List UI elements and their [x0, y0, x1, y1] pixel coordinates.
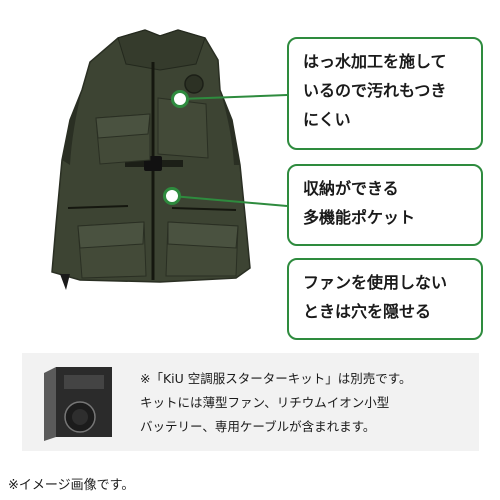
note-line: キットには薄型ファン、リチウムイオン小型	[140, 395, 390, 410]
callout-marker	[163, 187, 181, 205]
callout-line: ファンを使用しない	[303, 273, 448, 292]
callout-marker	[171, 90, 189, 108]
callout-line: ときは穴を隠せる	[303, 302, 432, 321]
product-image-area: はっ水加工を施して いるので汚れもつき にくい 収納ができる 多機能ポケット フ…	[51, 29, 483, 340]
callout-line: 多機能ポケット	[303, 208, 416, 227]
callout-line: にくい	[303, 110, 351, 129]
image-disclaimer: ※イメージ画像です。	[8, 478, 135, 493]
note-line: バッテリー、専用ケーブルが含まれます。	[140, 419, 376, 434]
feature-callout-water-repellent: はっ水加工を施して いるので汚れもつき にくい	[287, 37, 483, 150]
callout-line: 収納ができる	[303, 179, 399, 198]
vest-illustration	[51, 29, 288, 290]
feature-callout-fan-cover: ファンを使用しない ときは穴を隠せる	[287, 258, 483, 340]
starter-kit-box-image	[44, 367, 112, 441]
note-line: ※「KiU 空調服スターターキット」は別売です。	[140, 371, 412, 386]
feature-callout-pockets: 収納ができる 多機能ポケット	[287, 164, 483, 246]
note-text: ※「KiU 空調服スターターキット」は別売です。 キットには薄型ファン、リチウム…	[140, 367, 470, 439]
starter-kit-note: ※「KiU 空調服スターターキット」は別売です。 キットには薄型ファン、リチウム…	[22, 353, 479, 451]
callout-line: はっ水加工を施して	[303, 52, 447, 71]
callout-line: いるので汚れもつき	[303, 81, 447, 100]
